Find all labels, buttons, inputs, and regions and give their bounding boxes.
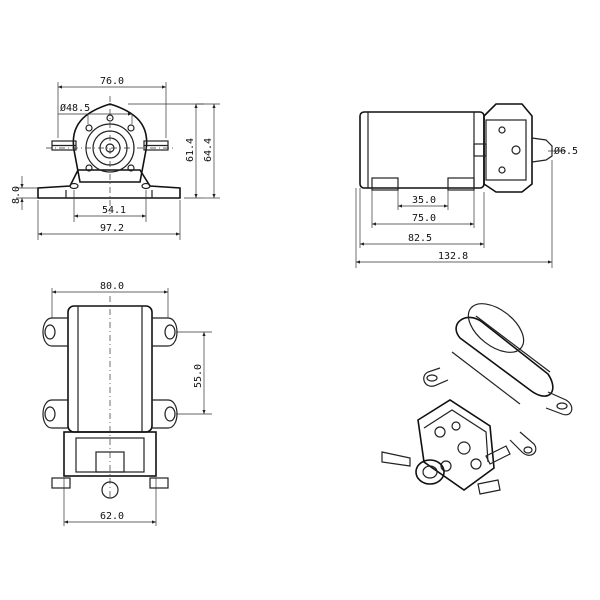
dim-top-head-width: 62.0 (100, 511, 124, 522)
dim-side-motor-length: 82.5 (408, 233, 432, 244)
dim-front-port-diameter: Ø48.5 (60, 102, 90, 114)
dim-front-height-to-port: 61.4 (185, 138, 196, 162)
dim-side-mount-span-outer: 75.0 (412, 213, 436, 224)
dim-top-body-width: 80.0 (100, 281, 124, 292)
side-view: Ø6.5 35.0 75.0 82.5 132.8 (355, 103, 578, 268)
dim-front-flange-thickness: 8.0 (11, 186, 22, 204)
top-view: 80.0 55.0 62.0 (42, 281, 212, 526)
dim-front-overall-height: 64.4 (203, 138, 214, 162)
isometric-view (381, 303, 573, 495)
dim-side-mount-span: 35.0 (412, 195, 436, 206)
front-view: 76.0 Ø48.5 61.4 64.4 8.0 54.1 97.2 (11, 76, 220, 240)
dim-front-mount-spacing: 54.1 (102, 205, 126, 216)
dim-side-outlet-diameter: Ø6.5 (554, 145, 578, 157)
dim-side-overall-length: 132.8 (438, 251, 468, 262)
dim-top-mount-hole-spacing: 55.0 (193, 364, 204, 388)
dim-front-overall-width: 76.0 (100, 76, 124, 87)
dim-front-overall-base-width: 97.2 (100, 223, 124, 234)
